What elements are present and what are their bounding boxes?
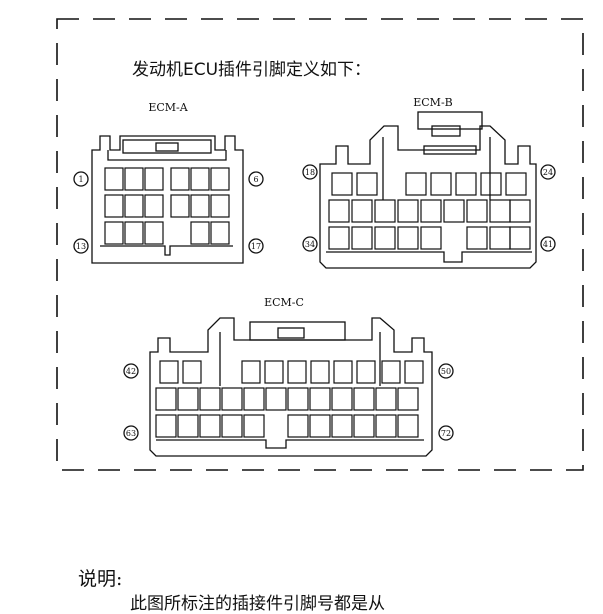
pin-marker-ecm-b-top-right xyxy=(540,164,556,180)
ecm-b-lock xyxy=(431,125,461,137)
bottom-text: 此图所标注的插接件引脚号都是从 xyxy=(130,594,385,614)
pin-marker-ecm-a-top-left xyxy=(73,171,89,187)
pin-marker-ecm-c-top-right xyxy=(438,363,454,379)
ecu-connector-diagram: ECM-A 1 6 13 17 ECM-B xyxy=(56,18,584,471)
dashed-frame xyxy=(56,18,584,471)
note-label: 说明: xyxy=(78,568,123,590)
ecm-a-latch xyxy=(122,139,212,154)
connector-ecm-b: ECM-B 18 24 34 41 xyxy=(302,96,556,269)
pin-marker-ecm-c-bottom-right xyxy=(438,425,454,441)
pin-marker-ecm-b-top-left xyxy=(302,164,318,180)
ecm-c-housing xyxy=(149,317,433,457)
pin-number-72: 72 xyxy=(441,429,451,438)
pin-number-63: 63 xyxy=(126,429,136,438)
connector-label-ecm-a: ECM-A xyxy=(148,101,188,114)
pin-number-42: 42 xyxy=(126,367,136,376)
pin-marker-ecm-a-bottom-left xyxy=(73,238,89,254)
ecm-c-latch xyxy=(249,321,346,341)
ecm-b-pins xyxy=(328,172,531,250)
ecm-a-lock xyxy=(155,142,179,152)
pin-number-50: 50 xyxy=(441,367,451,376)
ecm-c-lock xyxy=(277,327,305,339)
pin-number-34: 34 xyxy=(305,240,315,249)
connector-ecm-a: ECM-A 1 6 13 17 xyxy=(73,101,264,264)
pin-number-17: 17 xyxy=(251,242,261,251)
ecm-a-housing xyxy=(91,135,244,264)
ecm-a-pins xyxy=(104,167,230,245)
pin-marker-ecm-a-top-right xyxy=(248,171,264,187)
pin-number-13: 13 xyxy=(76,242,86,251)
connector-ecm-c: ECM-C 42 50 63 72 xyxy=(123,296,454,457)
pin-marker-ecm-c-bottom-left xyxy=(123,425,139,441)
ecm-b-housing xyxy=(319,125,537,269)
ecm-c-pins xyxy=(155,360,424,438)
pin-number-18: 18 xyxy=(305,168,315,177)
pin-marker-ecm-b-bottom-right xyxy=(540,236,556,252)
ecm-b-latch xyxy=(417,111,483,130)
pin-number-1: 1 xyxy=(78,175,83,184)
pin-marker-ecm-a-bottom-right xyxy=(248,238,264,254)
pin-number-24: 24 xyxy=(543,168,553,177)
pin-marker-ecm-c-top-left xyxy=(123,363,139,379)
pin-number-41: 41 xyxy=(543,240,553,249)
diagram-title: 发动机ECU插件引脚定义如下： xyxy=(132,60,372,80)
pin-number-6: 6 xyxy=(253,175,258,184)
connector-label-ecm-c: ECM-C xyxy=(264,296,304,309)
pin-marker-ecm-b-bottom-left xyxy=(302,236,318,252)
connector-label-ecm-b: ECM-B xyxy=(413,96,453,109)
